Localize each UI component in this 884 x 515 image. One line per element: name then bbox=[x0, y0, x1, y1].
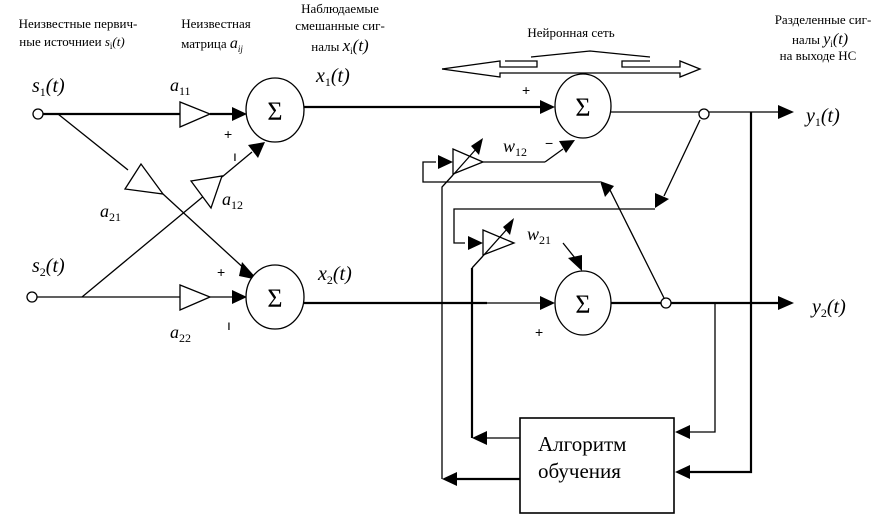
adjust-arrow-head bbox=[503, 218, 514, 235]
mixing-summer-1: Σ bbox=[245, 77, 305, 143]
arrow-head bbox=[559, 140, 575, 153]
learning-block-line1: Алгоритм bbox=[538, 432, 626, 456]
arrow-head bbox=[438, 155, 453, 169]
separated-header-line2: налы yi(t) bbox=[792, 31, 848, 49]
arrow-head bbox=[248, 142, 265, 158]
sum2-second-sign: ı bbox=[227, 317, 231, 333]
network-span-arrow bbox=[441, 50, 702, 78]
output-y1-node bbox=[698, 108, 710, 120]
sources-header-line1: Неизвестные первич- bbox=[19, 16, 138, 31]
gain-w12-triangle bbox=[452, 148, 485, 175]
arrow-head bbox=[675, 425, 690, 439]
svg-text:Σ: Σ bbox=[267, 97, 282, 126]
wire-y1-to-learning bbox=[690, 112, 753, 474]
network-header: Нейронная сеть bbox=[527, 25, 614, 40]
gain-a21-label: a21 bbox=[100, 201, 121, 224]
source-s1-label: s1(t) bbox=[32, 75, 65, 99]
nsum2-plus-sign: + bbox=[535, 324, 543, 340]
wire-s1-a21 bbox=[57, 113, 129, 171]
gain-a11-label: a11 bbox=[170, 75, 191, 98]
nsum1-minus-sign: − bbox=[545, 135, 553, 151]
arrow-head bbox=[568, 255, 582, 271]
output-y2-node bbox=[660, 297, 672, 309]
signal-x1-label: x1(t) bbox=[315, 65, 350, 89]
gain-w21-label: w21 bbox=[527, 224, 551, 247]
sum2-plus-sign: + bbox=[217, 264, 225, 280]
nsum1-plus-sign: + bbox=[522, 82, 530, 98]
adjust-arrow-head bbox=[471, 138, 483, 155]
arrow-head bbox=[468, 236, 483, 250]
network-summer-1: Σ bbox=[554, 73, 612, 139]
arrow-head bbox=[442, 472, 457, 486]
sum1-plus-sign: + bbox=[224, 126, 232, 142]
svg-text:Σ: Σ bbox=[575, 290, 590, 319]
network-summer-2: Σ bbox=[554, 270, 612, 336]
arrow-head bbox=[655, 193, 669, 208]
sources-header-line2: ные источниеи si(t) bbox=[19, 34, 124, 51]
arrow-head bbox=[778, 105, 794, 119]
output-y2-label: y2(t) bbox=[810, 296, 846, 320]
arrow-head bbox=[540, 100, 555, 114]
arrow-head bbox=[778, 296, 794, 310]
mixed-header-line3: налы xi(t) bbox=[311, 36, 369, 56]
sum1-second-sign: ı bbox=[233, 148, 237, 164]
gain-a11-triangle bbox=[179, 101, 212, 128]
arrow-head bbox=[472, 431, 487, 445]
arrow-head bbox=[540, 296, 555, 310]
wire-y1-to-w21 bbox=[453, 208, 655, 244]
matrix-header-line1: Неизвестная bbox=[181, 16, 251, 31]
gain-a12-triangle bbox=[189, 175, 223, 210]
wire-y2-to-learning bbox=[690, 303, 716, 433]
source-s1-node bbox=[32, 108, 44, 120]
matrix-header-line2: матрица aij bbox=[181, 35, 243, 54]
gain-a21-triangle bbox=[123, 162, 165, 195]
source-s2-label: s2(t) bbox=[32, 255, 65, 279]
separated-header-line1: Разделенные сиг- bbox=[775, 12, 872, 27]
gain-a22-label: a22 bbox=[170, 322, 191, 345]
signal-x2-label: x2(t) bbox=[317, 263, 352, 287]
gain-w21-triangle bbox=[482, 229, 516, 256]
svg-text:Σ: Σ bbox=[575, 93, 590, 122]
learning-algorithm-block bbox=[519, 417, 675, 514]
mixed-header-line2: смешанные сиг- bbox=[295, 18, 385, 33]
wire-learning-to-w12 bbox=[441, 174, 454, 479]
output-y1-label: y1(t) bbox=[804, 105, 840, 129]
gain-w12-label: w12 bbox=[503, 136, 527, 159]
arrow-head bbox=[600, 181, 614, 197]
arrow-head bbox=[675, 465, 690, 479]
gain-a12-label: a12 bbox=[222, 189, 243, 212]
source-s2-node bbox=[26, 291, 38, 303]
svg-text:Σ: Σ bbox=[267, 284, 282, 313]
learning-block-line2: обучения bbox=[538, 459, 621, 483]
wire-s2-a12 bbox=[81, 194, 206, 298]
wire-y2-to-w12 bbox=[422, 161, 600, 183]
separated-header-line3: на выходе НС bbox=[780, 48, 857, 63]
arrow-head bbox=[232, 107, 247, 121]
mixed-header-line1: Наблюдаемые bbox=[301, 1, 379, 16]
gain-a22-triangle bbox=[179, 284, 212, 311]
mixing-summer-2: Σ bbox=[245, 264, 305, 330]
arrow-head bbox=[232, 290, 247, 304]
